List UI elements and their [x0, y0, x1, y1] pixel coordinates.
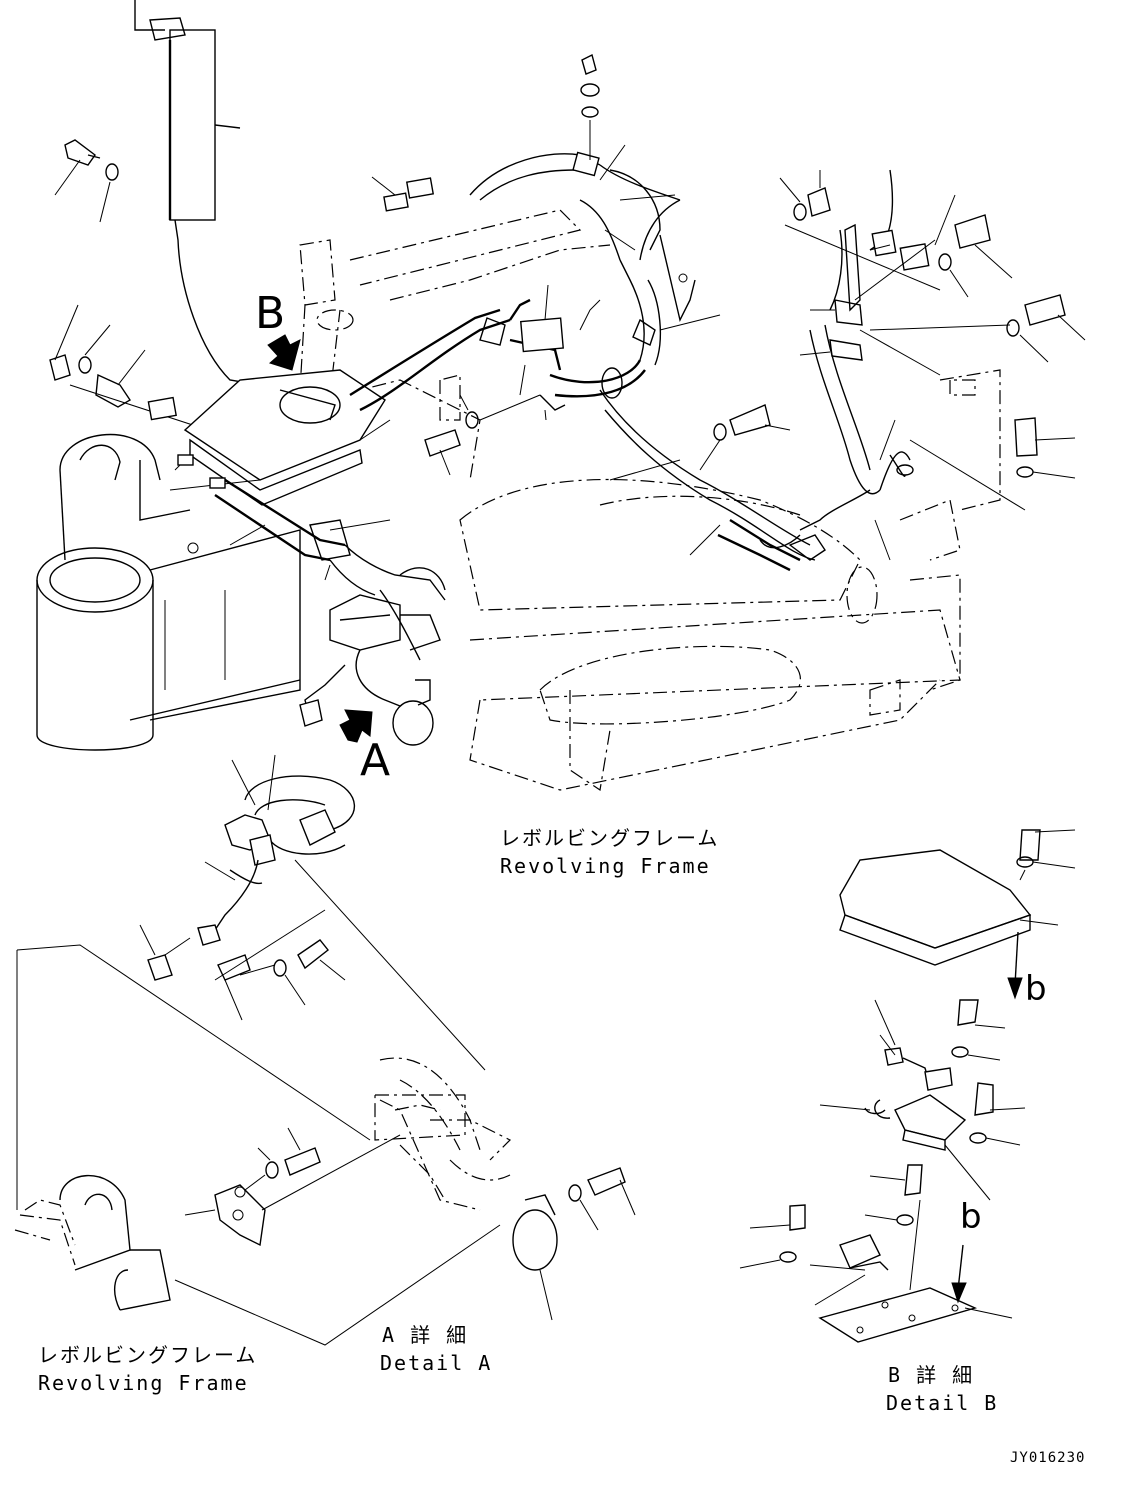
harness-right	[609, 169, 1086, 572]
label-revolving-frame-left-jp: レボルビングフレーム	[38, 1343, 257, 1367]
drawing-code: JY016230	[1010, 1450, 1085, 1466]
left-frame-column	[36, 433, 301, 751]
harness-center-lower	[214, 334, 446, 746]
upper-left-assembly	[49, 0, 301, 461]
label-detail-a-en: Detail A	[380, 1351, 492, 1375]
callout-b-sub-upper: b	[1025, 969, 1047, 1009]
detail-b-drawing	[739, 829, 1076, 1343]
callout-a: A	[360, 735, 390, 786]
label-revolving-frame-left-en: Revolving Frame	[38, 1371, 249, 1395]
callout-b: B	[255, 288, 285, 339]
harness-main	[349, 53, 816, 561]
controller-box-upper	[169, 369, 391, 506]
label-detail-b-jp: B 詳 細	[888, 1363, 974, 1387]
label-revolving-frame-jp: レボルビングフレーム	[500, 826, 719, 850]
label-detail-a-jp: A 詳 細	[382, 1323, 468, 1347]
callout-b-sub-lower: b	[960, 1197, 982, 1237]
detail-a-drawing	[14, 1057, 636, 1321]
harness-left-lower	[139, 754, 486, 1071]
label-revolving-frame-en: Revolving Frame	[500, 854, 711, 878]
detail-a-frame-lines	[16, 944, 501, 1346]
label-detail-b-en: Detail B	[886, 1391, 998, 1415]
